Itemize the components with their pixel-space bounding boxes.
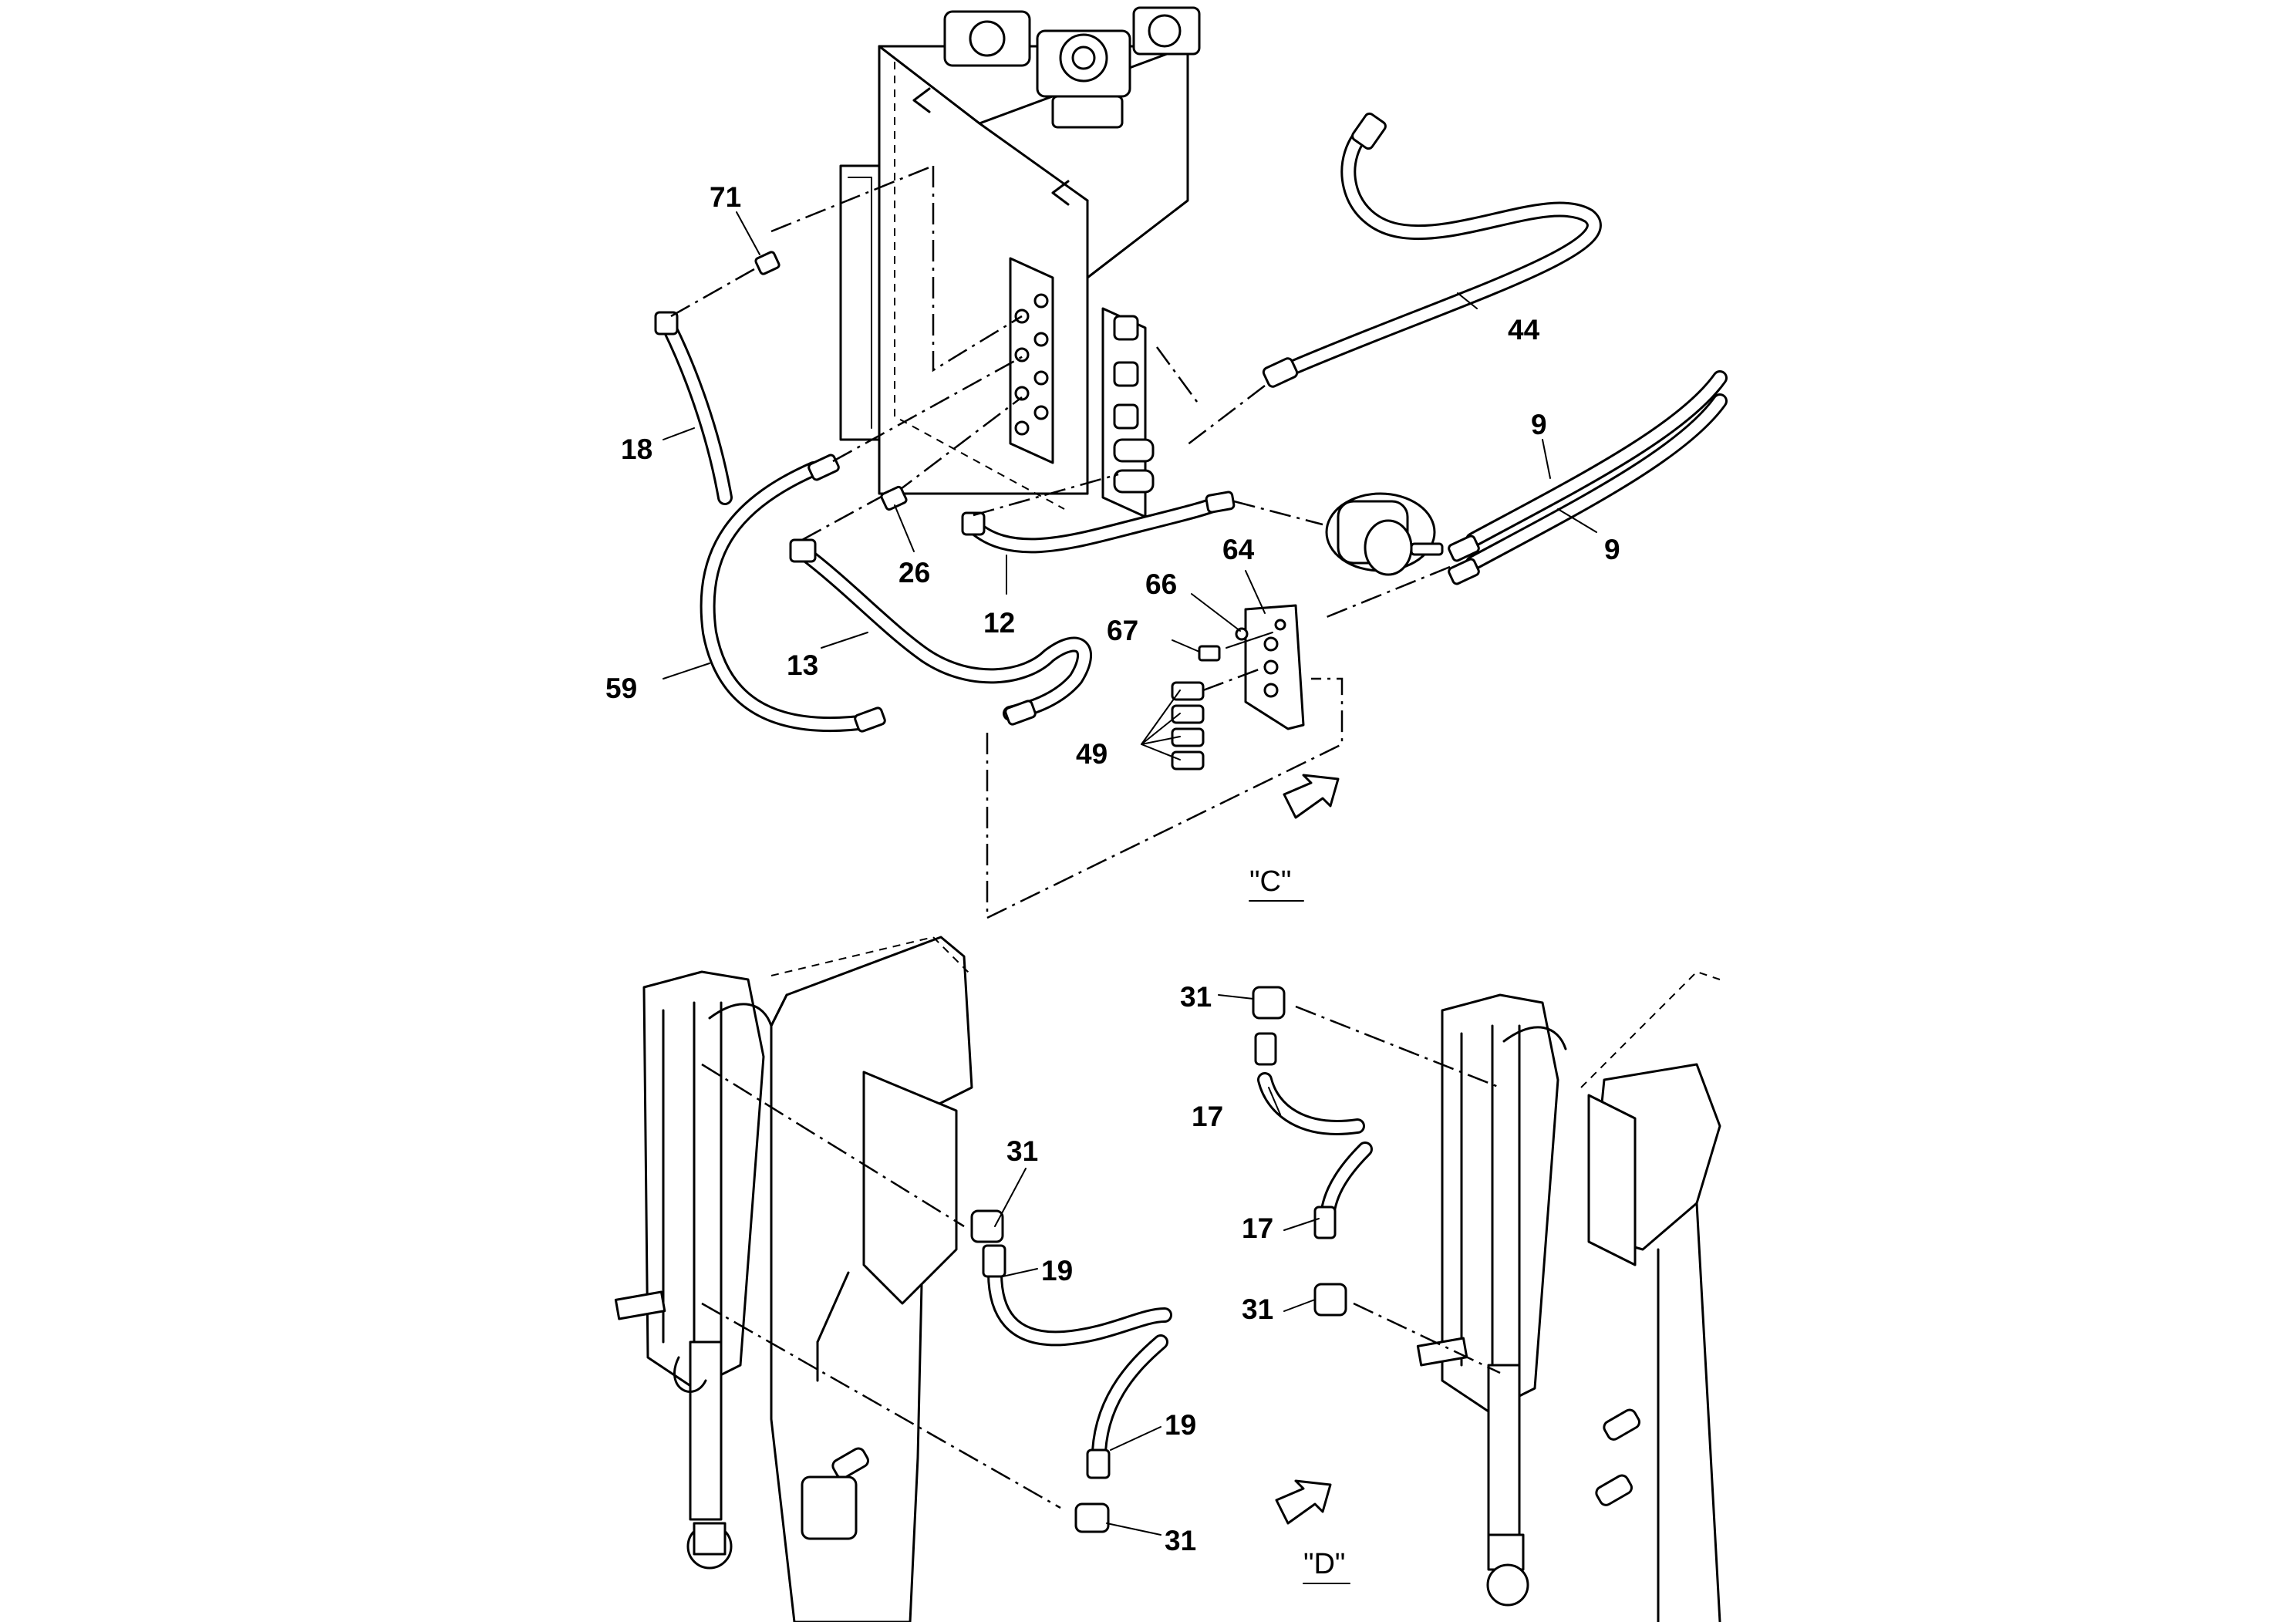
hose-17-lower [1313, 1141, 1373, 1317]
callout-59: 59 [605, 673, 637, 704]
callout-17-lower: 17 [1242, 1212, 1273, 1244]
view-labels: "C" "D" [1249, 865, 1350, 1584]
hose-18 [654, 251, 781, 505]
frame-assembly-left [614, 936, 1061, 1622]
callout-9-upper: 9 [1531, 409, 1547, 440]
callout-18: 18 [621, 433, 652, 465]
hose-59 [700, 353, 1027, 733]
callout-31-left-lower: 31 [1165, 1525, 1196, 1556]
callout-31-right-upper: 31 [1180, 981, 1212, 1013]
callout-31-right-lower: 31 [1242, 1293, 1273, 1325]
bracket-64 [1244, 604, 1305, 730]
hose-12 [961, 473, 1323, 554]
view-label-c: "C" [1249, 865, 1291, 898]
callout-19-upper: 19 [1041, 1255, 1073, 1286]
hydraulic-tank-assembly [770, 6, 1201, 518]
callout-44: 44 [1508, 314, 1540, 346]
callout-64: 64 [1222, 534, 1255, 565]
valve-column [1101, 307, 1155, 518]
hose-19-upper [970, 1209, 1172, 1347]
view-d-arrow [1275, 1479, 1332, 1525]
view-label-d: "D" [1303, 1548, 1345, 1580]
motor-unit [1325, 492, 1444, 576]
callout-9-lower: 9 [1604, 534, 1620, 565]
hose-44 [1183, 112, 1602, 448]
hose-13 [789, 396, 1092, 726]
valve-plate [1009, 257, 1054, 464]
fittings-49 [1171, 666, 1266, 771]
callout-13: 13 [787, 649, 818, 681]
callout-67: 67 [1107, 615, 1138, 646]
leader-lines [663, 211, 1597, 1536]
callout-31-left-upper: 31 [1006, 1135, 1038, 1167]
bolt-66-67 [1198, 627, 1273, 662]
callout-12: 12 [983, 607, 1015, 639]
pump-cluster [943, 6, 1201, 129]
hose-pair-9 [1326, 370, 1728, 619]
callout-71: 71 [710, 181, 741, 213]
callout-labels: 71 18 44 9 9 64 66 67 26 12 13 59 49 31 … [605, 181, 1620, 1556]
callout-17-upper: 17 [1192, 1101, 1223, 1132]
fitting-26 [880, 485, 908, 511]
hose-19-lower [1074, 1334, 1168, 1533]
callout-19-lower: 19 [1165, 1409, 1196, 1441]
frame-assembly-right [1295, 970, 1721, 1622]
callout-66: 66 [1145, 568, 1177, 600]
view-c-arrow [1283, 774, 1340, 819]
callout-26: 26 [899, 557, 930, 588]
hose-17-upper [1252, 986, 1365, 1135]
callout-49: 49 [1076, 738, 1108, 770]
